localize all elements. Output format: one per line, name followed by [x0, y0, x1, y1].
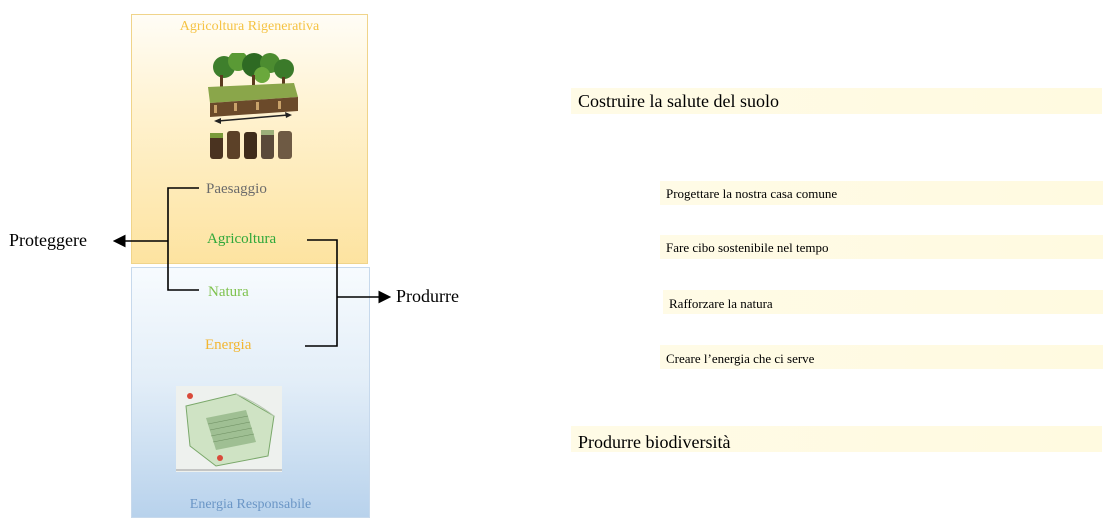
- item-fare-cibo: Fare cibo sostenibile nel tempo: [666, 240, 829, 255]
- label-proteggere: Proteggere: [9, 230, 87, 250]
- top-panel-title: Agricoltura Rigenerativa: [179, 19, 320, 34]
- label-paesaggio: Paesaggio: [206, 181, 267, 197]
- bottom-panel-title: Energia Responsabile: [189, 497, 312, 512]
- label-produrre: Produrre: [396, 286, 459, 306]
- item-progettare: Progettare la nostra casa comune: [666, 186, 838, 201]
- soil-landscape-illustration-icon: [208, 53, 298, 159]
- item-creare: Creare l’energia che ci serve: [666, 351, 815, 366]
- item-bar-4: [660, 345, 1103, 369]
- item-rafforzare: Rafforzare la natura: [669, 296, 773, 311]
- right-bracket: [305, 239, 338, 347]
- item-bar-1: [660, 181, 1103, 205]
- heading-biodiversita: Produrre biodiversità: [578, 432, 731, 452]
- item-bar-2: [660, 235, 1103, 259]
- responsible-energy-panel: Energia Responsabile: [131, 267, 370, 518]
- label-agricoltura: Agricoltura: [207, 231, 277, 247]
- label-natura: Natura: [208, 284, 249, 300]
- regenerative-agriculture-panel: Agricoltura Rigenerativa: [131, 14, 368, 264]
- label-energia: Energia: [205, 337, 252, 353]
- heading-costruire: Costruire la salute del suolo: [578, 91, 779, 111]
- heading-bar-top: [571, 88, 1102, 114]
- left-bracket: [167, 187, 199, 291]
- item-bar-3: [663, 290, 1103, 314]
- solar-park-map-icon: [176, 386, 282, 472]
- heading-bar-bottom: [571, 426, 1102, 452]
